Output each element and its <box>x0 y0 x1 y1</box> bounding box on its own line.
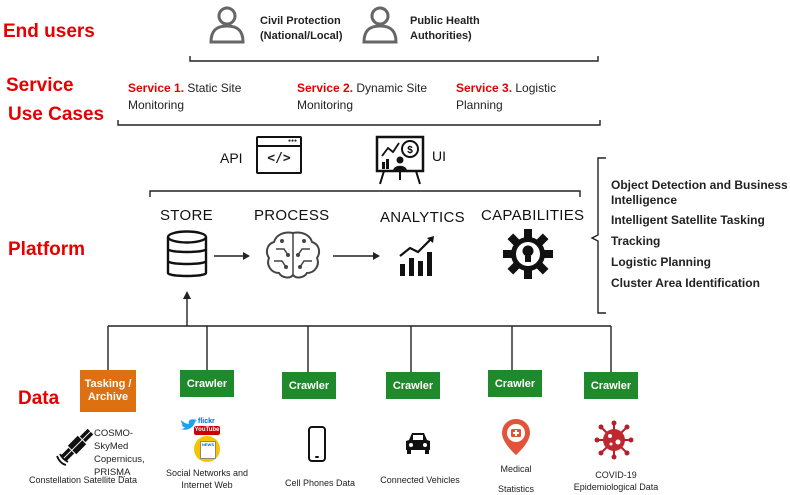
twitter-bird-icon <box>180 418 198 432</box>
end-users-title: End users <box>3 21 95 42</box>
capability-item: Tracking <box>611 234 661 248</box>
satellite-missions-label: COSMO-SkyMed Copernicus, PRISMA <box>94 428 145 478</box>
virus-icon <box>594 420 634 465</box>
capabilities-label: CAPABILITIES <box>481 207 585 224</box>
social-networks-label: Social Networks and Internet Web <box>165 468 249 490</box>
youtube-badge: YouTube <box>194 426 220 435</box>
public-health-user <box>360 4 400 49</box>
brain-circuit-icon <box>262 229 324 286</box>
medical-statistics-label: Medical Statistics <box>497 464 534 494</box>
public-health-label: Public Health Authorities) <box>410 15 480 42</box>
crawler-button[interactable]: Crawler <box>282 372 336 399</box>
capability-item: Logistic Planning <box>611 255 712 269</box>
civil-protection-label: Civil Protection (National/Local) <box>260 15 343 42</box>
platform-title: Platform <box>8 239 86 260</box>
more-indicator: ... <box>118 469 126 479</box>
process-label: PROCESS <box>254 207 330 224</box>
satellite-data-label: Constellation Satellite Data <box>28 475 138 485</box>
bar-chart-icon <box>396 234 438 283</box>
crawler-button[interactable]: Crawler <box>180 370 234 397</box>
crawler-button[interactable]: Crawler <box>584 372 638 399</box>
service-2: Service 2. Dynamic Site Monitoring <box>297 81 428 112</box>
database-icon <box>164 230 210 285</box>
user-icon <box>209 6 245 44</box>
dashboard-presenter-icon: $ <box>374 134 426 191</box>
civil-protection-user <box>207 4 247 49</box>
use-cases-title: Use Cases <box>8 104 105 125</box>
crawler-button[interactable]: Crawler <box>386 372 440 399</box>
code-glyph: </> <box>267 151 291 166</box>
medical-icon <box>501 418 531 461</box>
api-label: API <box>220 150 243 166</box>
capability-item: Cluster Area Identification <box>611 276 760 290</box>
news-icon: NEWS <box>194 436 220 462</box>
capabilities-list: Object Detection and Business Intelligen… <box>611 178 789 291</box>
capability-item: Intelligent Satellite Tasking <box>611 213 765 227</box>
crawler-button[interactable]: Crawler <box>488 370 542 397</box>
ui-label: UI <box>432 148 446 164</box>
satellite-icon <box>56 424 98 471</box>
store-label: STORE <box>160 207 213 224</box>
service-1: Service 1. Static Site Monitoring <box>128 81 242 112</box>
car-icon <box>404 430 432 461</box>
flickr-badge: flickr <box>198 418 215 425</box>
service-title: Service <box>6 75 74 96</box>
covid-data-label: COVID-19 Epidemiological Data <box>573 470 659 492</box>
svg-text:$: $ <box>407 145 413 156</box>
tasking-archive-button[interactable]: Tasking / Archive <box>80 370 136 412</box>
user-icon <box>362 6 398 44</box>
data-title: Data <box>18 388 60 409</box>
service-3: Service 3. Logistic Planning <box>456 81 557 112</box>
gear-bulb-icon <box>502 228 554 285</box>
api-window-icon: ●●● </> <box>256 136 302 174</box>
capability-item: Object Detection and Business Intelligen… <box>611 178 788 207</box>
cell-phones-label: Cell Phones Data <box>284 478 356 488</box>
phone-icon <box>308 426 326 462</box>
connected-vehicles-label: Connected Vehicles <box>380 475 460 485</box>
analytics-label: ANALYTICS <box>380 209 465 226</box>
